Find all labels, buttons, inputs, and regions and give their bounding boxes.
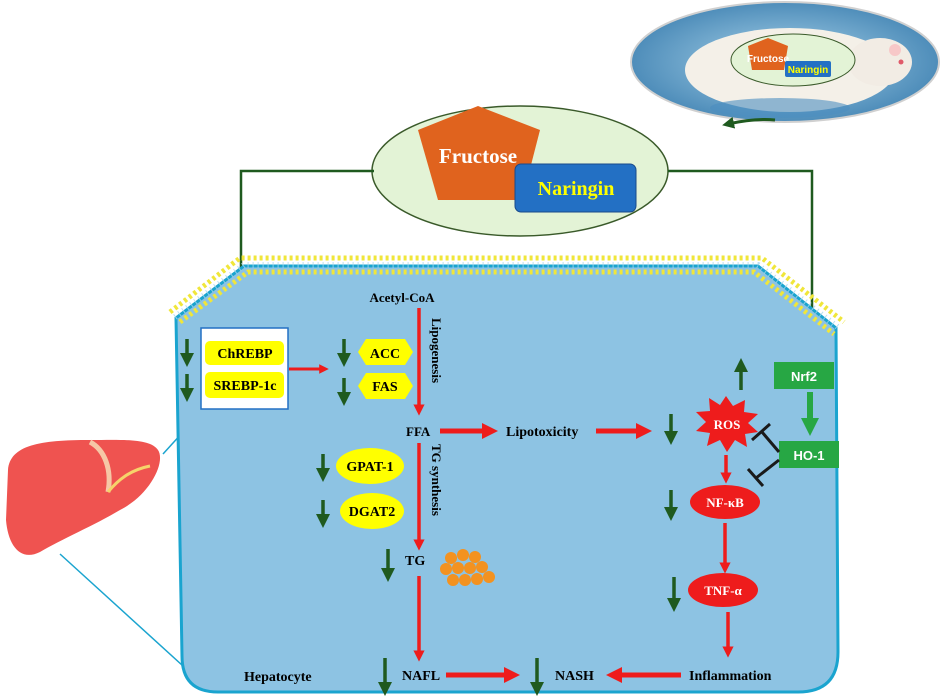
tnfa-label: TNF-α <box>704 583 742 598</box>
lipotoxicity-label: Lipotoxicity <box>506 425 578 440</box>
lipid-droplets-icon <box>440 549 495 586</box>
photo-naringin-label: Naringin <box>788 65 829 76</box>
inflammation-label: Inflammation <box>689 669 772 684</box>
nrf2-box <box>774 362 834 389</box>
chrebp-label: ChREBP <box>217 347 273 362</box>
ho1-box <box>779 441 839 468</box>
acc-label: ACC <box>370 347 400 362</box>
ros-burst <box>696 396 758 452</box>
gpat-label: GPAT-1 <box>346 460 393 475</box>
ho1-label: HO-1 <box>793 448 824 463</box>
fructose-pentagon <box>418 106 540 200</box>
nrf2-label: Nrf2 <box>791 369 817 384</box>
nfkb-label: NF-κB <box>706 495 744 510</box>
activate-connector-right <box>668 169 817 337</box>
ffa-label: FFA <box>406 424 431 439</box>
acc-hexagon <box>358 339 413 365</box>
fas-hexagon <box>358 373 413 399</box>
liver-icon <box>6 439 161 555</box>
ho1-inhibits-ros <box>760 431 781 453</box>
nafl-label: NAFL <box>402 669 440 684</box>
srebp-label: SREBP-1c <box>214 379 277 394</box>
ros-label: ROS <box>714 417 741 432</box>
fas-label: FAS <box>372 380 398 395</box>
treatment-ellipse: Fructose Naringin <box>371 105 669 237</box>
hepatocyte-cell <box>168 255 846 694</box>
nash-label: NASH <box>555 669 594 684</box>
photo-to-treatment-arrow <box>722 116 776 129</box>
dgat-label: DGAT2 <box>349 505 395 520</box>
fructose-label: Fructose <box>439 144 517 168</box>
membrane-outer <box>168 255 846 324</box>
rat-photo: Fructose Naringin <box>630 1 940 123</box>
photo-fructose-label: Fructose <box>747 54 790 65</box>
tg-label: TG <box>405 554 425 569</box>
tnfa-ellipse <box>688 573 758 607</box>
naringin-label: Naringin <box>538 178 615 200</box>
nfkb-ellipse <box>690 485 760 519</box>
gpat-ellipse <box>336 448 404 484</box>
membrane-inner <box>178 269 836 336</box>
photo-fructose-pentagon <box>748 38 788 70</box>
naringin-box <box>514 163 637 213</box>
hepatocyte-label: Hepatocyte <box>244 670 312 685</box>
lipogenesis-label: Lipogenesis <box>429 318 444 383</box>
tg-synthesis-label: TG synthesis <box>429 444 444 516</box>
acetyl-coa-label: Acetyl-CoA <box>370 290 436 305</box>
dgat-ellipse <box>340 493 404 529</box>
ho1-inhibits-nfkb <box>755 458 780 480</box>
